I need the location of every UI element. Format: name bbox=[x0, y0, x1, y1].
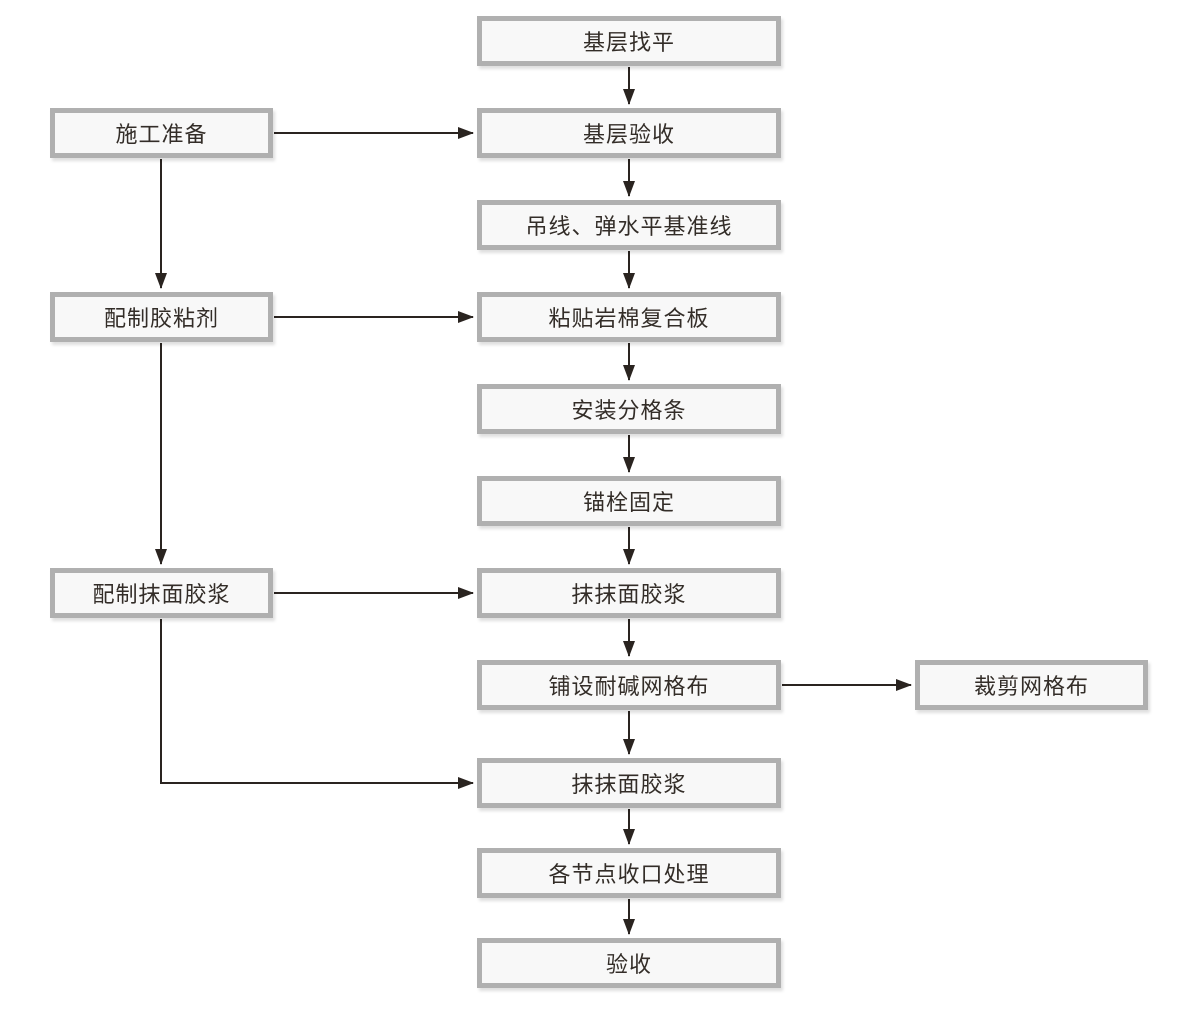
node-label: 抹抹面胶浆 bbox=[571, 772, 687, 797]
node-label: 基层找平 bbox=[582, 30, 675, 55]
node-install-dividing-strips: 安装分格条 bbox=[477, 384, 781, 434]
node-label: 各节点收口处理 bbox=[548, 862, 710, 887]
node-label: 裁剪网格布 bbox=[973, 674, 1089, 699]
node-label: 验收 bbox=[605, 952, 652, 977]
node-label: 配制抹面胶浆 bbox=[92, 582, 231, 607]
node-prepare-adhesive: 配制胶粘剂 bbox=[50, 292, 273, 342]
node-label: 施工准备 bbox=[115, 122, 208, 147]
node-paste-rockwool-panel: 粘贴岩棉复合板 bbox=[477, 292, 781, 342]
node-construction-prep: 施工准备 bbox=[50, 108, 273, 158]
node-hang-plumb-datum-lines: 吊线、弹水平基准线 bbox=[477, 200, 781, 250]
node-label: 抹抹面胶浆 bbox=[571, 582, 687, 607]
node-final-acceptance: 验收 bbox=[477, 938, 781, 988]
node-label: 基层验收 bbox=[582, 122, 675, 147]
node-base-leveling: 基层找平 bbox=[477, 16, 781, 66]
node-cut-mesh: 裁剪网格布 bbox=[915, 660, 1148, 710]
node-anchor-fixing: 锚栓固定 bbox=[477, 476, 781, 526]
node-label: 配制胶粘剂 bbox=[103, 306, 219, 331]
node-apply-render-mortar-1: 抹抹面胶浆 bbox=[477, 568, 781, 618]
node-label: 安装分格条 bbox=[571, 398, 687, 423]
node-label: 吊线、弹水平基准线 bbox=[525, 214, 733, 239]
node-joint-finishing: 各节点收口处理 bbox=[477, 848, 781, 898]
node-label: 粘贴岩棉复合板 bbox=[548, 306, 710, 331]
node-label: 铺设耐碱网格布 bbox=[548, 674, 710, 699]
node-apply-render-mortar-2: 抹抹面胶浆 bbox=[477, 758, 781, 808]
node-base-acceptance: 基层验收 bbox=[477, 108, 781, 158]
edge-prepare-render-mortar-to-apply-render-mortar-2 bbox=[160, 619, 474, 789]
node-label: 锚栓固定 bbox=[582, 490, 675, 515]
node-lay-alkali-mesh: 铺设耐碱网格布 bbox=[477, 660, 781, 710]
node-prepare-render-mortar: 配制抹面胶浆 bbox=[50, 568, 273, 618]
